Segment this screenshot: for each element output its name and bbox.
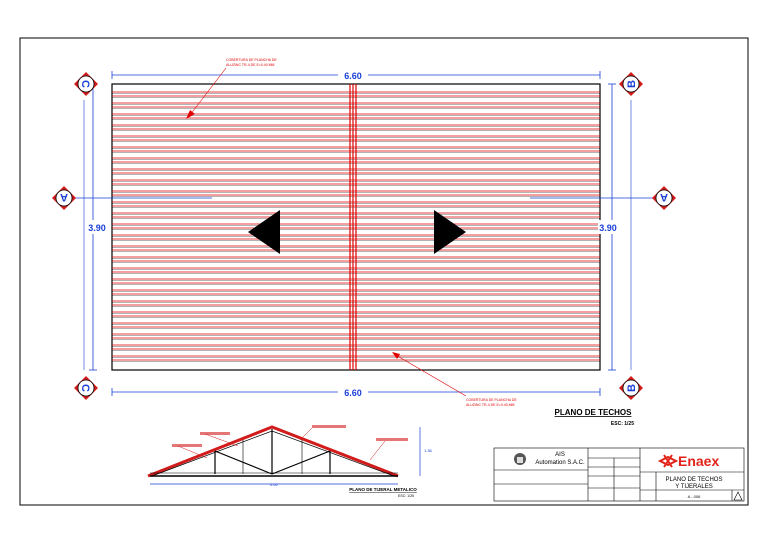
section-marker-c-top: C — [74, 72, 98, 96]
truss-scale: ESC: 1/25 — [398, 494, 414, 498]
svg-text:B: B — [626, 80, 638, 88]
note-bottom-leader — [393, 353, 467, 397]
drawing-title-1: PLANO DE TECHOS — [666, 477, 723, 483]
note-top-small: COBERTURA DE PLANCHA DE — [226, 58, 277, 62]
truss-elevation: 6.60 1.36 PLANO DE TIJERAL METALICO ESC:… — [147, 425, 433, 498]
sheet-border — [19, 37, 749, 506]
title-block — [493, 447, 745, 502]
dimension-bottom-label: 6.60 — [344, 388, 362, 398]
note-bottom-2: ALUZINC TR-4 DE E=0.40 MM — [466, 403, 515, 407]
dimension-top-label: 6.60 — [344, 71, 362, 81]
note-top: ALUZINC TR-4 DE E=0.40 MM — [226, 63, 275, 67]
slope-arrow-right — [434, 210, 466, 254]
ais-logo-icon — [514, 453, 526, 465]
dimension-left-label: 3.90 — [88, 223, 106, 233]
company-sub: Automation S.A.C. — [535, 460, 585, 466]
svg-text:C: C — [79, 80, 91, 88]
company-name: AIS — [555, 452, 565, 458]
revision-triangle-icon — [733, 491, 743, 501]
section-marker-a-left: A — [52, 186, 76, 210]
truss-title: PLANO DE TIJERAL METALICO — [349, 487, 417, 492]
note-top-leader — [189, 67, 227, 116]
dimension-right-label: 3.90 — [599, 223, 617, 233]
client-name: Enaex — [678, 453, 719, 469]
truss-web — [214, 450, 273, 475]
note-bottom: COBERTURA DE PLANCHA DE — [466, 398, 517, 402]
plan-title: PLANO DE TECHOS — [555, 408, 633, 417]
note-top-arrow — [186, 110, 195, 119]
section-marker-c-bottom: C — [74, 376, 98, 400]
plan-scale: ESC: 1/25 — [611, 421, 634, 427]
section-marker-b-top: B — [619, 72, 643, 96]
section-marker-b-bottom: B — [619, 376, 643, 400]
truss-height-label: 1.36 — [424, 448, 433, 453]
note-bottom-arrow — [392, 352, 400, 359]
enaex-logo-icon — [657, 454, 679, 468]
roof-plan — [75, 83, 655, 371]
slope-arrow-left — [248, 210, 280, 254]
svg-text:C: C — [79, 384, 91, 392]
truss-web — [271, 450, 331, 475]
svg-text:A: A — [60, 191, 68, 203]
svg-text:B: B — [626, 384, 638, 392]
drawing-title-2: Y TIJERALES — [675, 484, 712, 490]
drawing-number: A - 006 — [688, 494, 701, 499]
section-marker-a-right: A — [652, 186, 676, 210]
truss-span-label: 6.60 — [270, 482, 279, 487]
truss-top-chord — [147, 425, 399, 478]
svg-text:A: A — [660, 191, 668, 203]
